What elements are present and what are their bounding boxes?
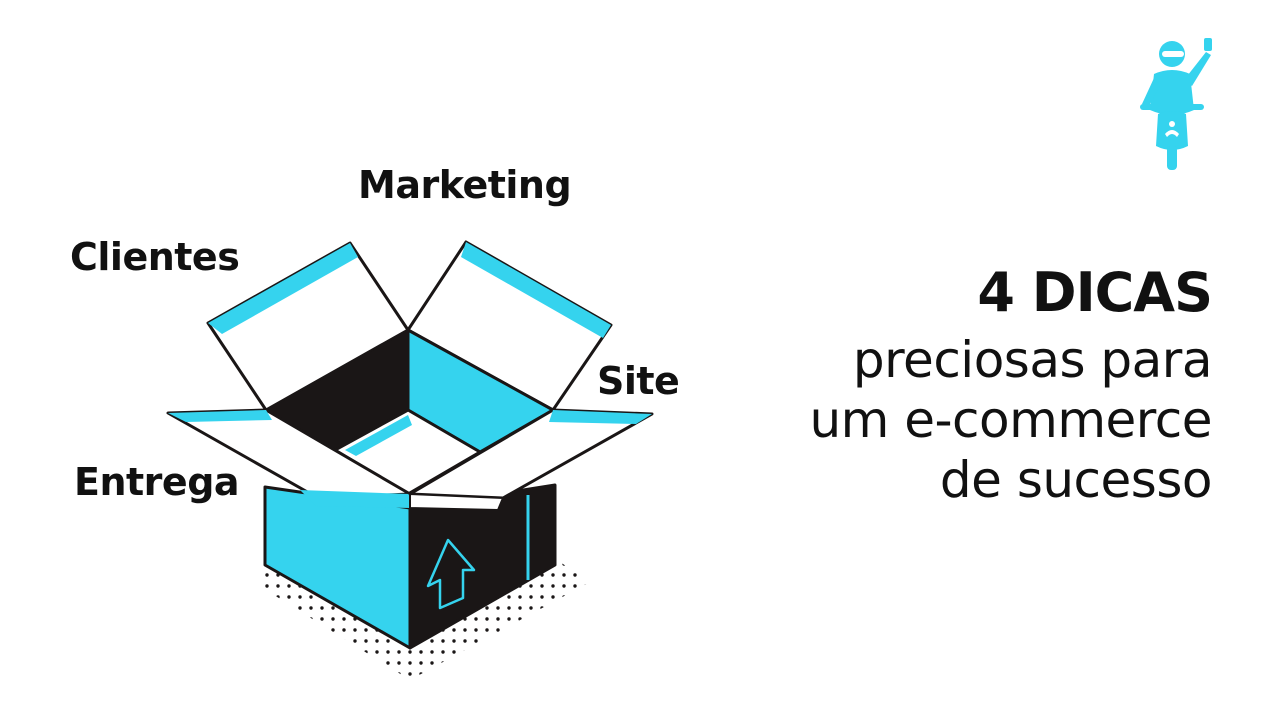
up-arrow-icon — [426, 538, 476, 610]
motorcycle-courier-icon — [1140, 38, 1212, 170]
headline-line-1: preciosas para — [852, 331, 1213, 389]
label-marketing: Marketing — [358, 163, 572, 207]
label-site: Site — [597, 359, 680, 403]
headline-line-2: um e-commerce — [809, 391, 1212, 449]
headline-title: 4 DICAS — [977, 261, 1213, 324]
flap-front-left — [166, 408, 412, 508]
label-clientes: Clientes — [70, 235, 240, 279]
box-interior — [265, 328, 555, 496]
headline: 4 DICAS preciosas para um e-commerce de … — [809, 261, 1213, 510]
flap-front-right — [408, 408, 654, 512]
label-entrega: Entrega — [74, 460, 240, 504]
headline-line-3: de sucesso — [939, 451, 1213, 509]
